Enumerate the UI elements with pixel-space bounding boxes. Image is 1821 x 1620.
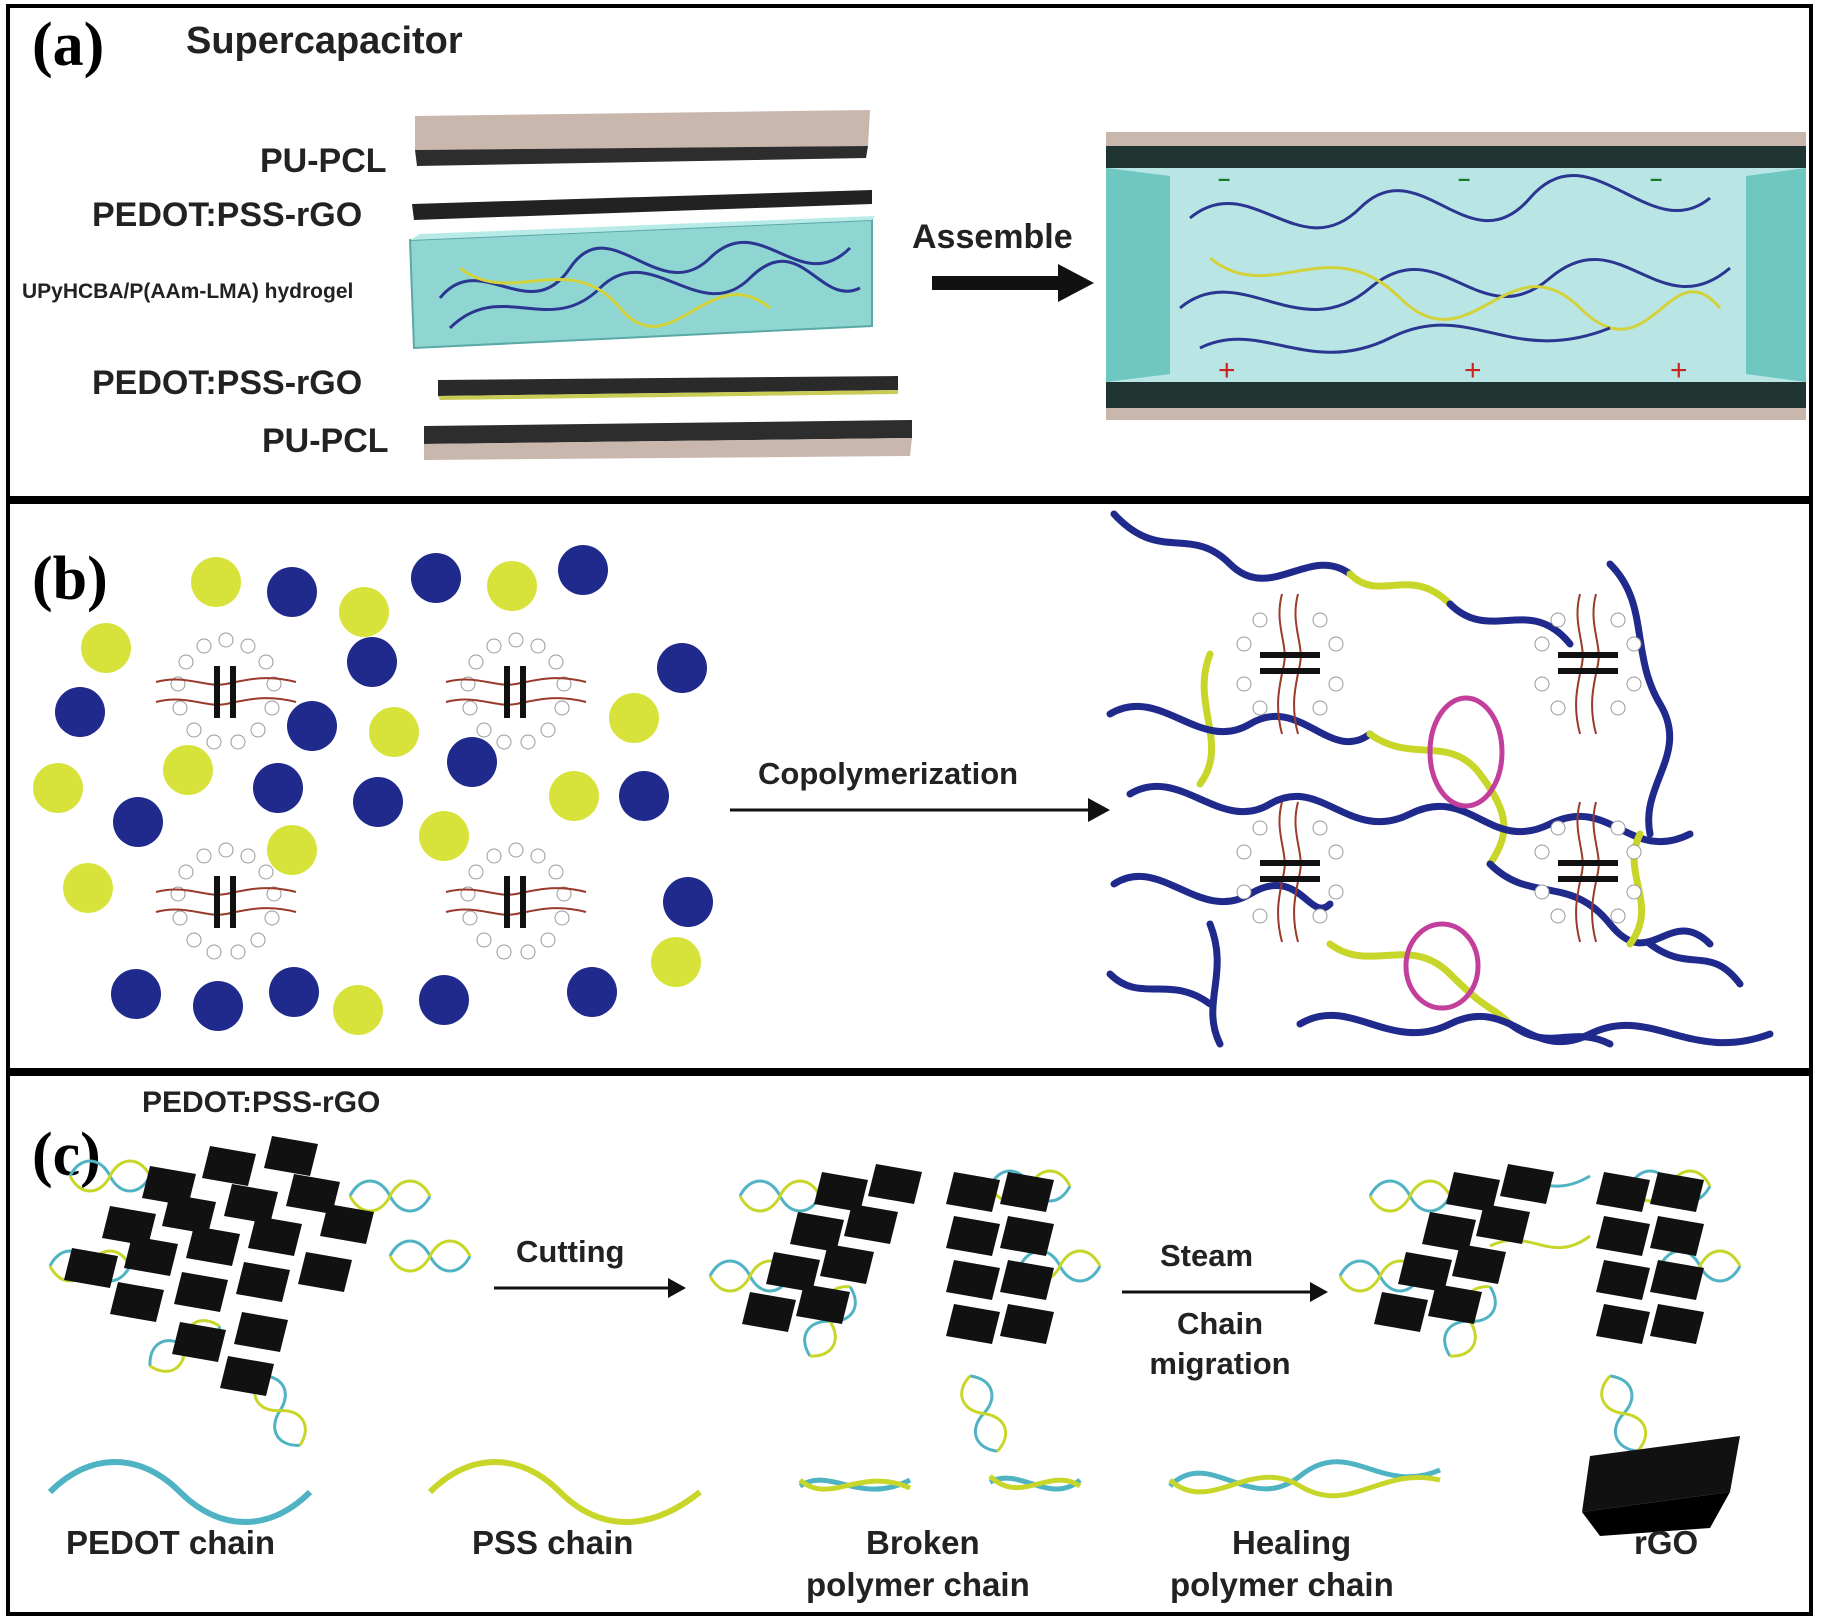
svg-text:–: –: [1218, 166, 1230, 191]
micelle: [1534, 593, 1642, 735]
pedot-rgo-film-cut: [708, 1164, 1102, 1458]
pu-pcl-bottom-plate: [424, 420, 912, 444]
panel-a: (a) Supercapacitor – –: [6, 4, 1813, 500]
assembled-device: [1106, 132, 1806, 146]
legend-pss-label: PSS chain: [472, 1524, 634, 1561]
layer-label-hydrogel: UPyHCBA/P(AAm-LMA) hydrogel: [22, 280, 354, 303]
copolymerization-illustration: [33, 510, 1774, 1048]
pu-pcl-top-plate: [415, 110, 870, 150]
svg-text:+: +: [1464, 354, 1482, 387]
layer-label-electrode-top: PEDOT:PSS-rGO: [92, 196, 363, 234]
cutting-label: Cutting: [516, 1234, 625, 1269]
svg-text:–: –: [1650, 166, 1662, 191]
layer-label-electrode-bottom: PEDOT:PSS-rGO: [92, 364, 363, 402]
panel-c: PEDOT:PSS-rGO (c): [6, 1072, 1813, 1616]
pedot-rgo-film-intact: [48, 1136, 472, 1455]
micelle: [445, 842, 587, 960]
legend-healing-label-2: polymer chain: [1170, 1566, 1394, 1603]
micelle: [155, 632, 297, 750]
legend-healing-label-1: Healing: [1232, 1524, 1352, 1561]
micelle: [1236, 801, 1344, 943]
panel-c-label: (c): [32, 1121, 101, 1189]
legend-broken-swatch: [798, 1474, 1082, 1492]
legend-pedot-label: PEDOT chain: [66, 1524, 276, 1561]
legend-broken-label-2: polymer chain: [806, 1566, 1030, 1603]
micelle: [445, 632, 587, 750]
panel-a-label: (a): [32, 11, 105, 79]
pedot-rgo-top-electrode: [412, 190, 872, 220]
exploded-stack-illustration: – – – + + +: [408, 110, 1806, 460]
panel-b: (b): [6, 500, 1813, 1072]
monomer-circles: [33, 545, 713, 1035]
panel-c-title: PEDOT:PSS-rGO: [142, 1086, 381, 1119]
chain-migration-label: Chain migration: [1149, 1306, 1291, 1381]
legend-healing-swatch: [1168, 1459, 1441, 1499]
legend-pss-swatch: [427, 1459, 702, 1525]
svg-text:–: –: [1458, 166, 1470, 191]
panel-a-title: Supercapacitor: [186, 20, 463, 62]
assemble-arrow-label: Assemble: [912, 218, 1073, 256]
copolymerization-label: Copolymerization: [758, 756, 1019, 791]
healing-illustration: [47, 1136, 1742, 1536]
steam-label: Steam: [1160, 1238, 1254, 1273]
panel-b-label: (b): [32, 545, 108, 613]
svg-text:+: +: [1670, 354, 1688, 387]
hydrogel-block: [408, 218, 873, 350]
micelle: [1236, 593, 1344, 735]
legend-rgo-swatch: [1582, 1436, 1740, 1536]
ring-crosslink: [1427, 695, 1505, 809]
legend-rgo-label: rGO: [1634, 1524, 1699, 1561]
pedot-rgo-bottom-electrode: [438, 376, 898, 396]
layer-label-pu-pcl-bottom: PU-PCL: [262, 422, 389, 460]
ring-crosslink: [1403, 921, 1481, 1011]
legend-pedot-swatch: [47, 1459, 313, 1525]
legend-broken-label-1: Broken: [866, 1524, 980, 1561]
svg-text:+: +: [1218, 354, 1236, 387]
layer-label-pu-pcl-top: PU-PCL: [260, 142, 387, 180]
hydrogel-network: [1106, 510, 1774, 1048]
pedot-rgo-film-healed: [1338, 1164, 1742, 1458]
